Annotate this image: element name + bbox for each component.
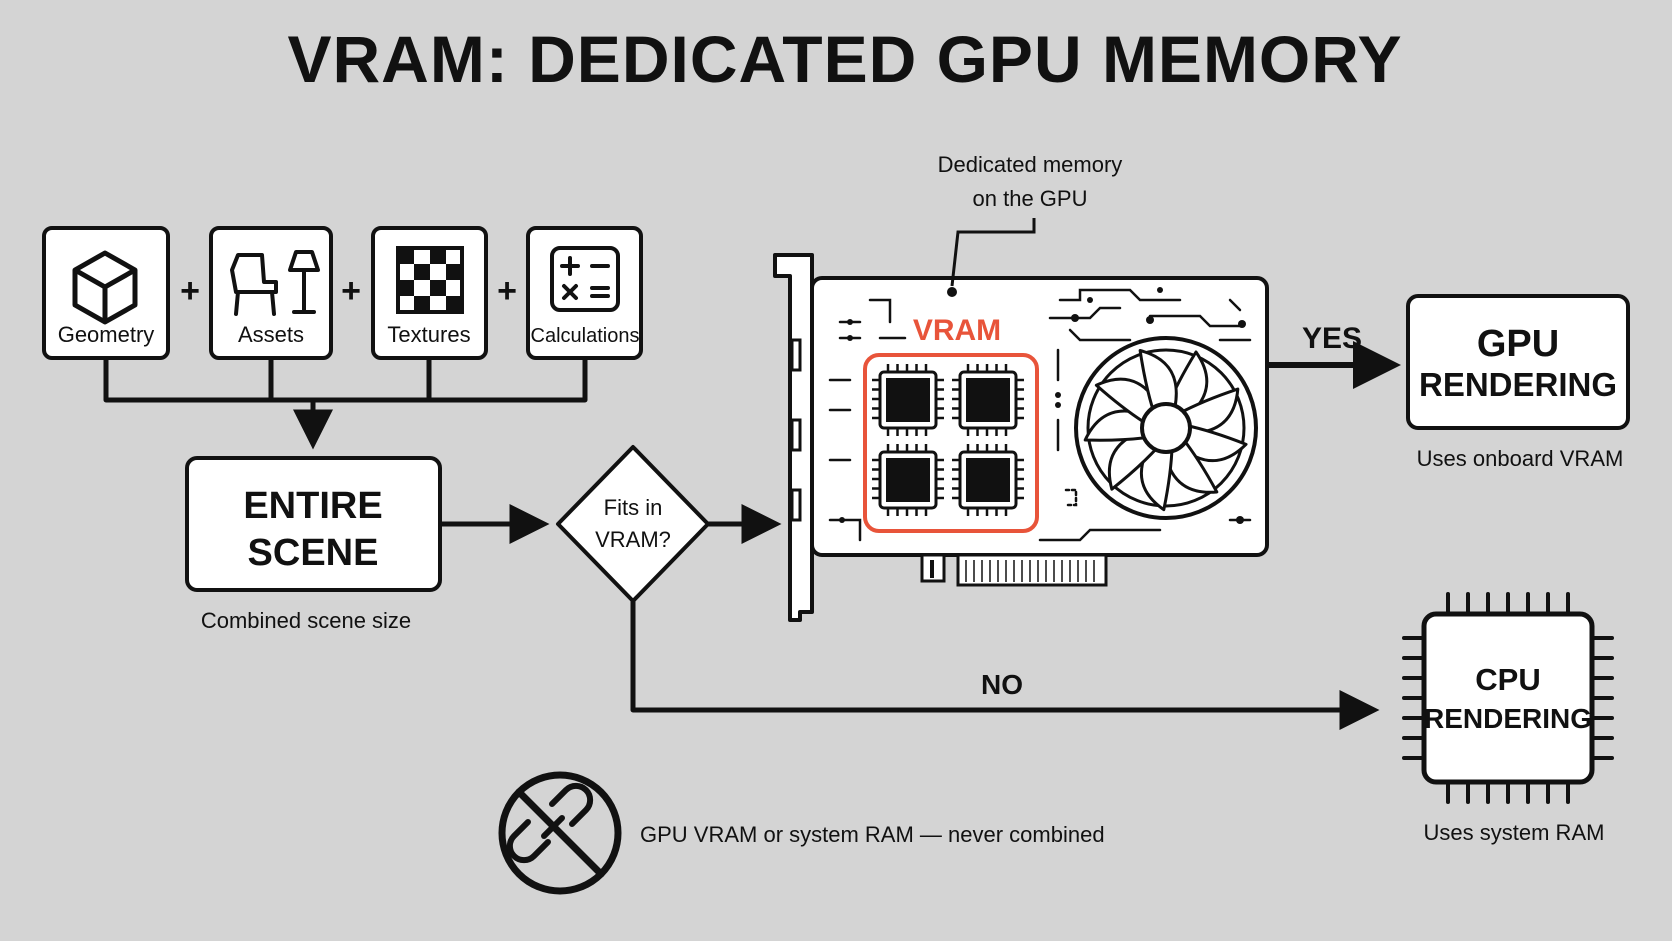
callout-line2: on the GPU	[973, 186, 1088, 211]
callout-line1: Dedicated memory	[938, 152, 1123, 177]
memory-chip-icon	[952, 364, 1024, 436]
vram-label: VRAM	[913, 314, 1001, 347]
gpu-card: VRAM	[773, 253, 1269, 622]
callout-leader	[950, 218, 1036, 287]
no-link-icon	[498, 771, 622, 895]
no-label: NO	[981, 669, 1023, 700]
circuit-traces	[828, 288, 1252, 542]
cpu-rendering-line2: RENDERING	[1424, 703, 1592, 734]
gpu-rendering-line2: RENDERING	[1419, 366, 1617, 403]
callout-dot	[947, 287, 957, 297]
memory-chip-icon	[872, 364, 944, 436]
memory-chip-icon	[952, 444, 1024, 516]
gpu-rendering-line1: GPU	[1477, 323, 1559, 365]
cpu-rendering-chip: CPU RENDERING	[1402, 592, 1614, 804]
cube-icon	[72, 250, 138, 325]
input-textures: Textures	[371, 226, 488, 360]
entire-scene-line2: SCENE	[248, 532, 379, 574]
calculator-icon	[550, 246, 620, 312]
memory-chip-icon	[872, 444, 944, 516]
vram-highlight	[863, 353, 1039, 533]
merge-connector	[103, 358, 588, 450]
pcie-connector	[920, 553, 1108, 587]
cpu-rendering-line1: CPU	[1475, 662, 1540, 697]
plus-sign: +	[497, 272, 517, 310]
fits-in-vram-decision: Fits in VRAM?	[556, 445, 710, 603]
input-assets: Assets	[209, 226, 333, 360]
chair-lamp-icon	[230, 250, 320, 316]
decision-line1: Fits in	[604, 495, 663, 520]
no-arrow	[630, 601, 1380, 730]
textures-label: Textures	[387, 322, 470, 347]
fan-icon	[1074, 336, 1258, 520]
note-text: GPU VRAM or system RAM — never combined	[640, 822, 1105, 847]
yes-label: YES	[1302, 322, 1362, 355]
input-calculations: Calculations	[526, 226, 643, 360]
entire-scene-line1: ENTIRE	[243, 485, 382, 527]
scene-caption: Combined scene size	[201, 608, 411, 633]
circuit-pads	[839, 287, 1246, 524]
checkerboard-icon	[396, 246, 464, 314]
input-geometry: Geometry	[42, 226, 170, 360]
gpu-rendering-caption: Uses onboard VRAM	[1417, 446, 1624, 471]
plus-sign: +	[341, 272, 361, 310]
page-title: VRAM: DEDICATED GPU MEMORY	[288, 22, 1403, 96]
calculations-label: Calculations	[531, 325, 640, 347]
entire-scene-box: ENTIRE SCENE	[185, 456, 442, 592]
assets-label: Assets	[238, 322, 304, 347]
cpu-rendering-caption: Uses system RAM	[1424, 820, 1605, 845]
plus-sign: +	[180, 272, 200, 310]
geometry-label: Geometry	[58, 322, 155, 347]
decision-line2: VRAM?	[595, 527, 671, 552]
vram-chips	[872, 364, 1024, 516]
gpu-rendering-box: GPU RENDERING	[1406, 294, 1630, 430]
